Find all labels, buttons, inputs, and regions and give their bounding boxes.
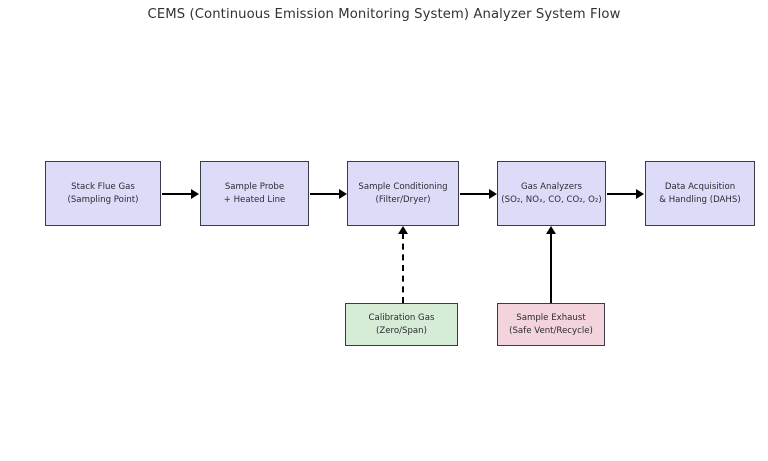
arrow-shaft xyxy=(310,193,339,196)
arrow-head-icon xyxy=(191,189,199,199)
connector-analyzers-to-dahs xyxy=(607,189,644,199)
connector-probe-to-conditioning xyxy=(310,189,347,199)
node-label-line2: & Handling (DAHS) xyxy=(659,194,741,205)
connector-stack-to-probe xyxy=(162,189,199,199)
arrow-head-icon xyxy=(546,226,556,234)
node-label-line1: Calibration Gas xyxy=(368,313,435,324)
arrow-shaft xyxy=(550,233,553,303)
node-calibration-gas[interactable]: Calibration Gas (Zero/Span) xyxy=(345,303,458,346)
node-sample-exhaust[interactable]: Sample Exhaust (Safe Vent/Recycle) xyxy=(497,303,605,346)
node-label-line1: Sample Probe xyxy=(224,182,285,193)
node-stack-flue-gas[interactable]: Stack Flue Gas (Sampling Point) xyxy=(45,161,161,226)
connector-exhaust-to-analyzers xyxy=(545,226,557,303)
node-sample-probe[interactable]: Sample Probe + Heated Line xyxy=(200,161,309,226)
connector-calibration-to-conditioning xyxy=(397,226,409,303)
arrow-head-icon xyxy=(636,189,644,199)
node-label-line2: (Safe Vent/Recycle) xyxy=(509,325,593,336)
node-label-line1: Gas Analyzers xyxy=(520,182,582,193)
arrow-shaft xyxy=(162,193,191,196)
arrow-head-icon xyxy=(398,226,408,234)
node-label-line1: Sample Exhaust xyxy=(516,313,586,324)
page-title: CEMS (Continuous Emission Monitoring Sys… xyxy=(147,7,621,22)
node-label-line2: (Zero/Span) xyxy=(375,325,427,336)
node-data-acquisition[interactable]: Data Acquisition & Handling (DAHS) xyxy=(645,161,755,226)
node-sample-conditioning[interactable]: Sample Conditioning (Filter/Dryer) xyxy=(347,161,459,226)
node-label-line2: (SO₂, NOₓ, CO, CO₂, O₂) xyxy=(501,194,602,205)
arrow-shaft xyxy=(607,193,636,196)
node-label-line2: (Sampling Point) xyxy=(67,194,139,205)
arrow-head-icon xyxy=(339,189,347,199)
node-label-line2: + Heated Line xyxy=(223,194,286,205)
connector-conditioning-to-analyzers xyxy=(460,189,497,199)
node-gas-analyzers[interactable]: Gas Analyzers (SO₂, NOₓ, CO, CO₂, O₂) xyxy=(497,161,606,226)
arrow-head-icon xyxy=(489,189,497,199)
arrow-shaft xyxy=(460,193,489,196)
node-label-line1: Stack Flue Gas xyxy=(71,182,135,193)
node-label-line1: Sample Conditioning xyxy=(358,182,448,193)
node-label-line1: Data Acquisition xyxy=(664,182,736,193)
node-label-line2: (Filter/Dryer) xyxy=(375,194,431,205)
arrow-shaft-dashed xyxy=(402,233,404,303)
